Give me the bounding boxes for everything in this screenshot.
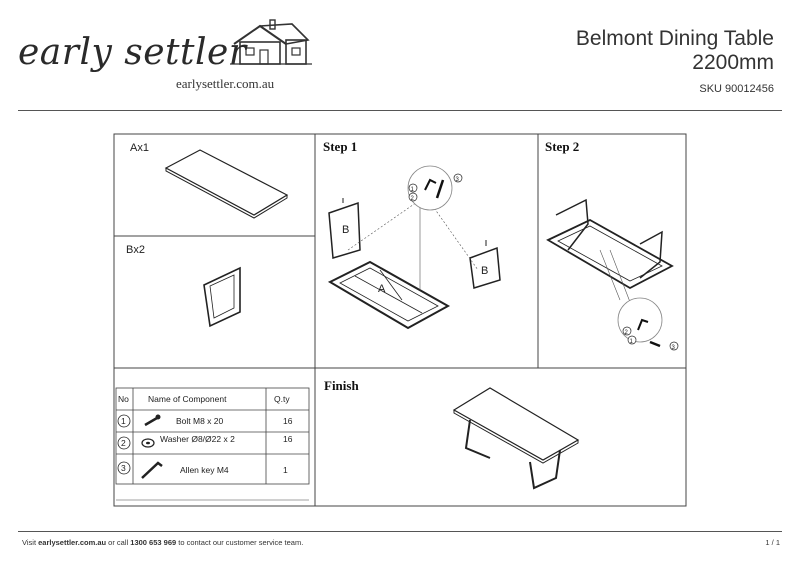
finish-title: Finish [324,378,359,393]
allen-key-icon [141,461,163,479]
svg-text:2: 2 [625,330,629,336]
step-1-part-b-left: B [342,224,349,236]
table-row-no: 1 [121,416,126,426]
components-table: No Name of Component Q.ty 1 Bolt M8 x 20… [115,387,310,501]
table-header-qty: Q.ty [274,394,290,404]
step-2-diagram: 2 1 3 [546,198,679,351]
svg-text:3: 3 [672,345,676,351]
table-row-qty: 1 [283,465,288,475]
svg-text:2: 2 [411,196,415,202]
logo-wordmark: early settler [18,32,247,73]
svg-text:1: 1 [630,339,634,345]
product-size: 2200mm [692,51,774,74]
footer-site-link[interactable]: earlysettler.com.au [38,538,107,547]
header-divider [18,110,782,111]
footer-divider [18,531,782,532]
table-row-name: Allen key M4 [180,465,229,475]
table-row-name: Bolt M8 x 20 [176,416,224,426]
page-number: 1 / 1 [765,538,780,547]
part-a-label: Ax1 [130,142,149,154]
product-title: Belmont Dining Table 2200mm [576,27,774,75]
washer-icon [141,438,155,448]
brand-logo: early settler earlysettler.com.au [18,18,318,98]
tabletop-part-a [164,149,289,219]
table-row-name: Washer Ø8/Ø22 x 2 [160,434,235,444]
table-header-name: Name of Component [148,394,227,404]
leg-frame-part-b [203,266,241,328]
sheet-frame [113,133,687,507]
part-b-label: Bx2 [126,244,145,256]
table-row-qty: 16 [283,434,293,444]
house-logo-icon [230,19,312,65]
table-row-no: 2 [121,438,126,448]
svg-text:3: 3 [456,177,460,183]
finished-table-diagram [452,387,580,490]
step-1-title: Step 1 [323,139,357,154]
step-1-part-b-right: B [481,265,488,277]
sku-label: SKU 90012456 [699,83,774,95]
bolt-icon [144,414,161,427]
svg-text:1: 1 [411,187,415,193]
table-row-no: 3 [121,463,126,473]
step-2-title: Step 2 [545,139,579,154]
footer-contact: Visit earlysettler.com.au or call 1300 6… [22,538,304,547]
logo-url: earlysettler.com.au [176,76,275,91]
step-1-part-a: A [378,283,386,295]
product-name: Belmont Dining Table [575,27,774,50]
table-header-no: No [118,394,129,404]
footer-phone[interactable]: 1300 653 969 [130,538,177,547]
table-row-qty: 16 [283,416,293,426]
step-1-diagram: A B B 1 2 3 [327,165,501,330]
